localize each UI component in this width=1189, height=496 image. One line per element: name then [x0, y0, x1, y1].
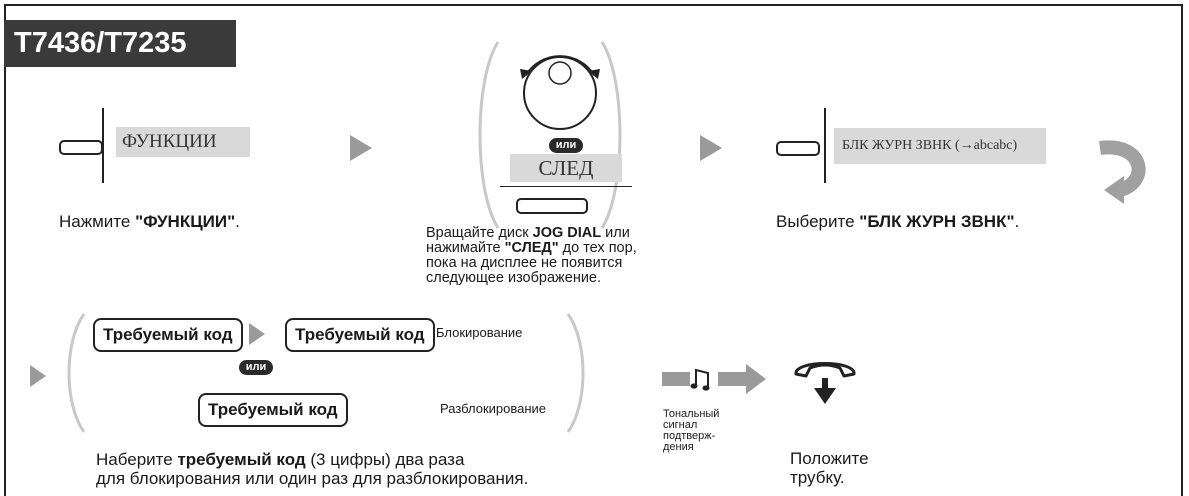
next-step-arrow-icon: [700, 135, 722, 161]
parenthesis-right-icon: [600, 41, 622, 229]
next-step-arrow-icon: [350, 135, 372, 161]
handset-hang-up-icon: [794, 362, 856, 404]
jog-dial-icon: [520, 55, 600, 130]
display-edge-line: [102, 108, 104, 183]
step1-instruction: Нажмите "ФУНКЦИИ".: [59, 212, 240, 231]
step4-instruction: Наберите требуемый код (3 цифры) два раз…: [96, 450, 529, 488]
soft-button-next-icon: [516, 198, 588, 214]
display-underline: [500, 186, 632, 187]
or-badge: или: [239, 360, 273, 375]
next-step-arrow-icon: [30, 365, 46, 387]
display-edge-line: [824, 108, 826, 183]
lcd-display-next: СЛЕД: [510, 154, 622, 182]
step2-instruction: Вращайте диск JOG DIAL или нажимайте "СЛ…: [426, 225, 637, 286]
model-title: T7436/T7235: [4, 20, 236, 67]
soft-button-icon: [59, 140, 103, 155]
parenthesis-left-icon: [67, 313, 86, 433]
soft-button-icon: [776, 141, 820, 156]
parenthesis-right-icon: [566, 313, 585, 433]
parenthesis-left-icon: [478, 41, 500, 229]
lcd-display-functions: ФУНКЦИИ: [116, 127, 250, 157]
step3-instruction: Выберите "БЛК ЖУРН ЗВНК".: [776, 212, 1020, 231]
page-frame: [4, 4, 1183, 496]
continue-curved-arrow-icon: [1099, 140, 1146, 204]
lock-label: Блокирование: [436, 325, 523, 340]
unlock-label: Разблокирование: [440, 401, 547, 416]
required-code-box: Требуемый код: [285, 318, 435, 352]
required-code-box: Требуемый код: [198, 393, 348, 427]
required-code-box: Требуемый код: [93, 318, 243, 352]
hang-up-instruction: Положите трубку.: [790, 449, 869, 487]
next-step-arrow-icon: [249, 323, 265, 345]
confirmation-tone-icon: [662, 364, 766, 394]
confirmation-tone-label: Тональный сигнал подтверж- дения: [663, 408, 720, 453]
lcd-display-block-call-log: БЛК ЖУРН ЗВНК (→abcabc): [834, 128, 1046, 164]
or-badge: или: [549, 138, 583, 153]
